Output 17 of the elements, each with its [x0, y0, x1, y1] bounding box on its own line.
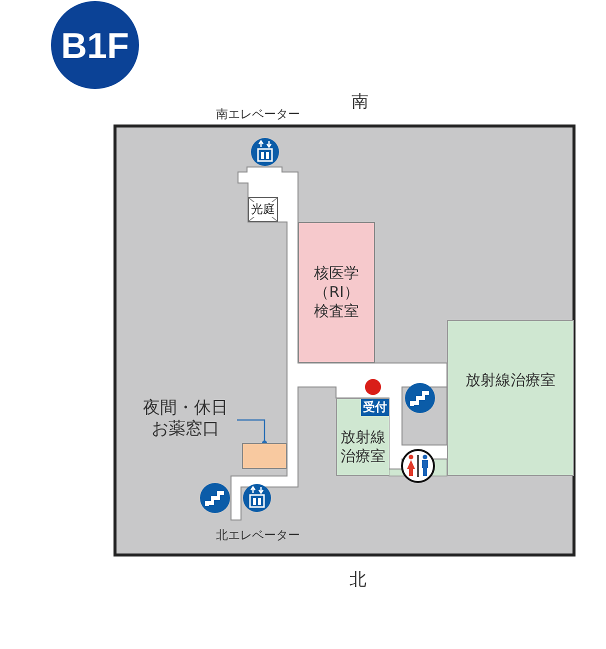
leader-line [237, 419, 267, 446]
light-court-box [248, 197, 278, 222]
compass-label: 北 [350, 569, 366, 591]
room-box [447, 320, 574, 476]
room-label: 光庭 [251, 202, 275, 217]
elevator-label: 南エレベーター [216, 106, 300, 123]
room-box [298, 222, 375, 363]
reception-tag: 受付 [361, 399, 389, 416]
pharmacy-window-label: 夜間・休日お薬窓口 [142, 398, 229, 440]
elevator-label: 北エレベーター [216, 527, 300, 544]
room-box [336, 398, 389, 476]
room-label: 核医学（RI）検査室 [313, 264, 360, 321]
floor-badge: B1F [51, 1, 139, 89]
pharmacy-window-box [242, 443, 287, 469]
room-label: 放射線治療室 [464, 371, 556, 390]
compass-label: 南 [352, 91, 368, 113]
room-label: 放射線治療室 [340, 428, 386, 466]
